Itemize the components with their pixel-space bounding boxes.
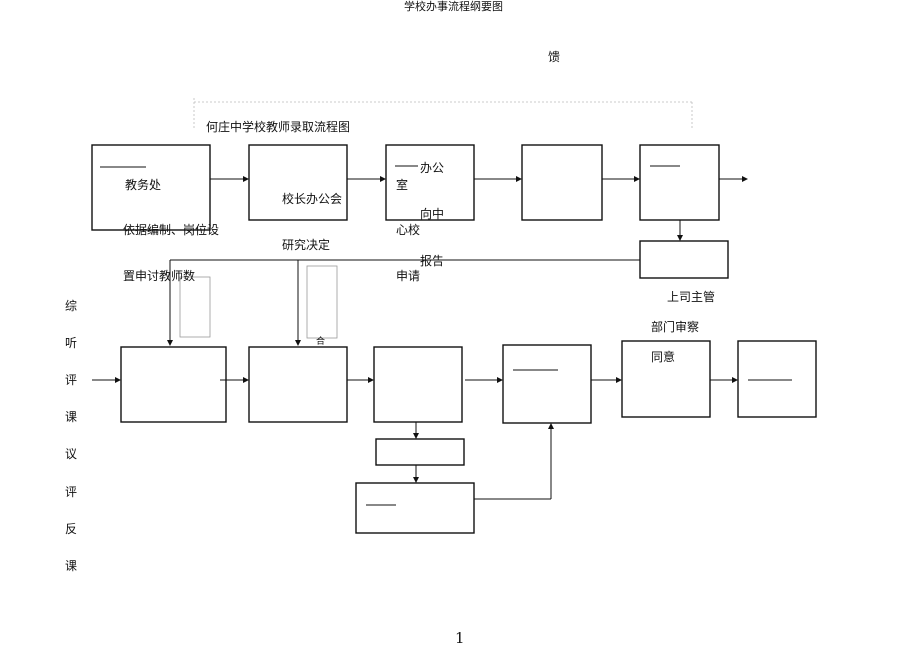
- page-number: 1: [455, 629, 465, 647]
- label-bangong-a: 办公: [420, 161, 445, 175]
- document-header-title: 学校办事流程纲要图: [404, 0, 503, 13]
- label-xiangzhong: 向中: [420, 207, 445, 221]
- box-step-5: [639, 144, 720, 221]
- box-small-low: [355, 482, 475, 534]
- top-row-arrows: [210, 176, 748, 241]
- side-char-2: 听: [65, 336, 78, 350]
- side-char-1: 综: [65, 299, 78, 313]
- box-xiaozhang: [248, 144, 348, 221]
- box-bangongshi: [385, 144, 475, 221]
- label-shenqing: 申请: [396, 269, 421, 283]
- box-shangsi: [639, 240, 729, 279]
- label-zhishen: 置申讨教师数: [123, 269, 196, 283]
- box-bottom-6: [737, 340, 817, 418]
- side-char-7: 反: [65, 522, 78, 536]
- side-char-8: 课: [65, 559, 78, 573]
- feedback-lines: [167, 259, 640, 346]
- box-bottom-3: [373, 346, 463, 423]
- faint-box-2: [306, 265, 338, 339]
- label-jiaowuchu: 教务处: [125, 178, 162, 192]
- label-baogao: 报告: [420, 254, 445, 268]
- box-bottom-2: [248, 346, 348, 423]
- side-char-4: 课: [65, 410, 78, 424]
- label-xinxiao: 心校: [396, 223, 421, 237]
- side-char-6: 评: [65, 485, 78, 499]
- bottom-row-arrows: [92, 377, 738, 500]
- side-char-3: 评: [65, 373, 78, 387]
- label-yiju: 依据编制、岗位设: [123, 223, 220, 237]
- box-small-mid: [375, 438, 465, 466]
- label-shangsi: 上司主管: [667, 290, 716, 304]
- box-bottom-1: [120, 346, 227, 423]
- label-tongyi: 同意: [651, 350, 676, 364]
- box-step-4: [521, 144, 603, 221]
- label-bangong-b: 室: [396, 178, 409, 192]
- diagram-title: 何庄中学校教师录取流程图: [206, 120, 351, 134]
- label-he: 合: [316, 337, 326, 347]
- box-jiaowuchu: [91, 144, 211, 231]
- top-floating-char: 馈: [548, 50, 561, 64]
- side-char-5: 议: [65, 447, 78, 461]
- label-xiaozhang: 校长办公会: [282, 192, 343, 206]
- box-bottom-4: [502, 344, 592, 424]
- title-bracket: [193, 98, 693, 130]
- label-yanjiu: 研究决定: [282, 238, 331, 252]
- faint-box-1: [179, 276, 211, 338]
- box-bumen: [621, 340, 711, 418]
- label-bumen: 部门审察: [651, 320, 700, 334]
